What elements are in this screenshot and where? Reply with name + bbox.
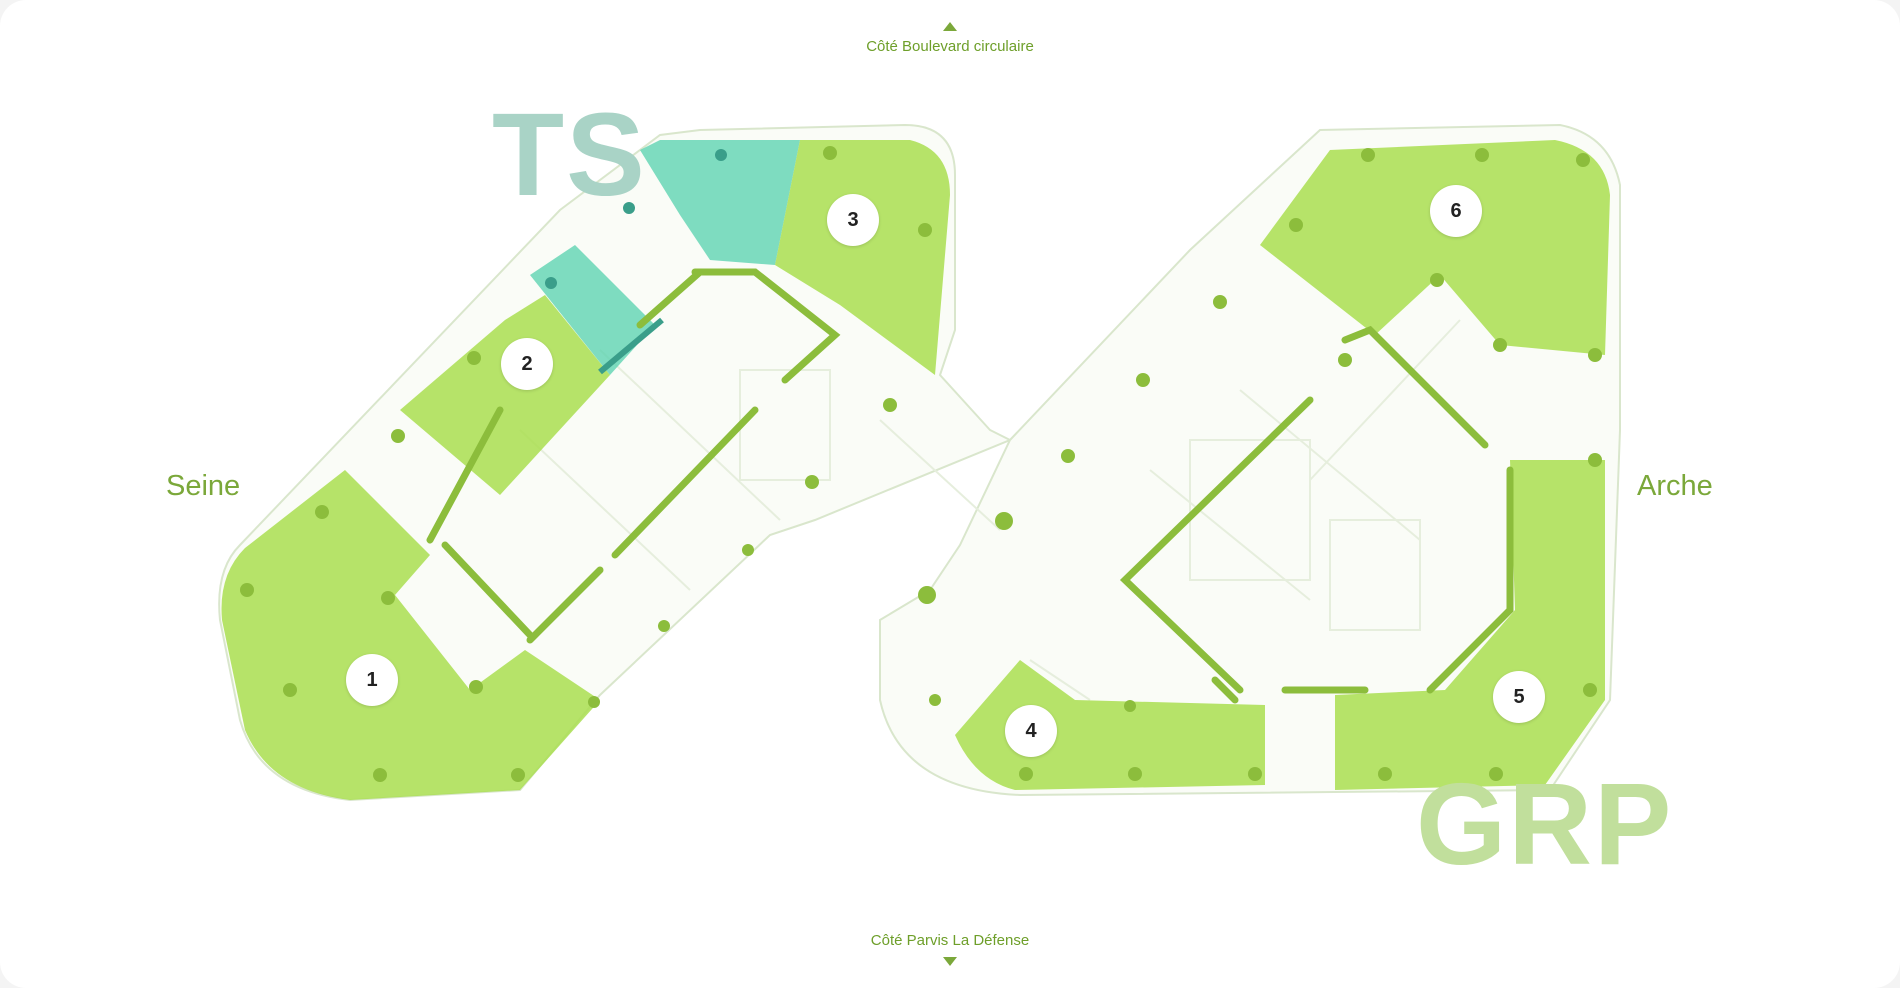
interior-lines	[519, 319, 1461, 701]
plan-dots-teal	[545, 149, 727, 289]
zone-badge-3[interactable]: 3	[827, 194, 879, 246]
arrow-up-icon	[943, 22, 957, 31]
zone-area-2-teal[interactable]	[530, 245, 655, 375]
side-label-arche: Arche	[1637, 470, 1713, 502]
tenant-label-ts: TS	[492, 89, 647, 221]
plan-dots	[240, 146, 1602, 782]
tenant-label-grp: GRP	[1416, 759, 1674, 889]
zone-area-6[interactable]	[1260, 140, 1610, 355]
zone-area-1[interactable]	[221, 470, 600, 800]
zone-area-2[interactable]	[400, 295, 610, 495]
direction-bottom-link[interactable]: Côté Parvis La Défense	[850, 932, 1050, 966]
walls-teal	[598, 317, 664, 375]
zone-badge-2[interactable]: 2	[501, 338, 553, 390]
walls	[426, 268, 1514, 704]
zone-badge-6[interactable]: 6	[1430, 185, 1482, 237]
zone-badge-4[interactable]: 4	[1005, 705, 1057, 757]
zone-badge-1[interactable]: 1	[346, 654, 398, 706]
zone-area-3-teal[interactable]	[640, 140, 800, 265]
direction-top-link[interactable]: Côté Boulevard circulaire	[850, 22, 1050, 55]
side-label-seine: Seine	[166, 470, 241, 502]
direction-top-label: Côté Boulevard circulaire	[866, 38, 1034, 55]
zone-area-4[interactable]	[955, 660, 1265, 790]
direction-bottom-label: Côté Parvis La Défense	[870, 932, 1030, 949]
zone-badge-5[interactable]: 5	[1493, 671, 1545, 723]
arrow-down-icon	[943, 957, 957, 966]
zone-area-3[interactable]	[775, 140, 950, 375]
